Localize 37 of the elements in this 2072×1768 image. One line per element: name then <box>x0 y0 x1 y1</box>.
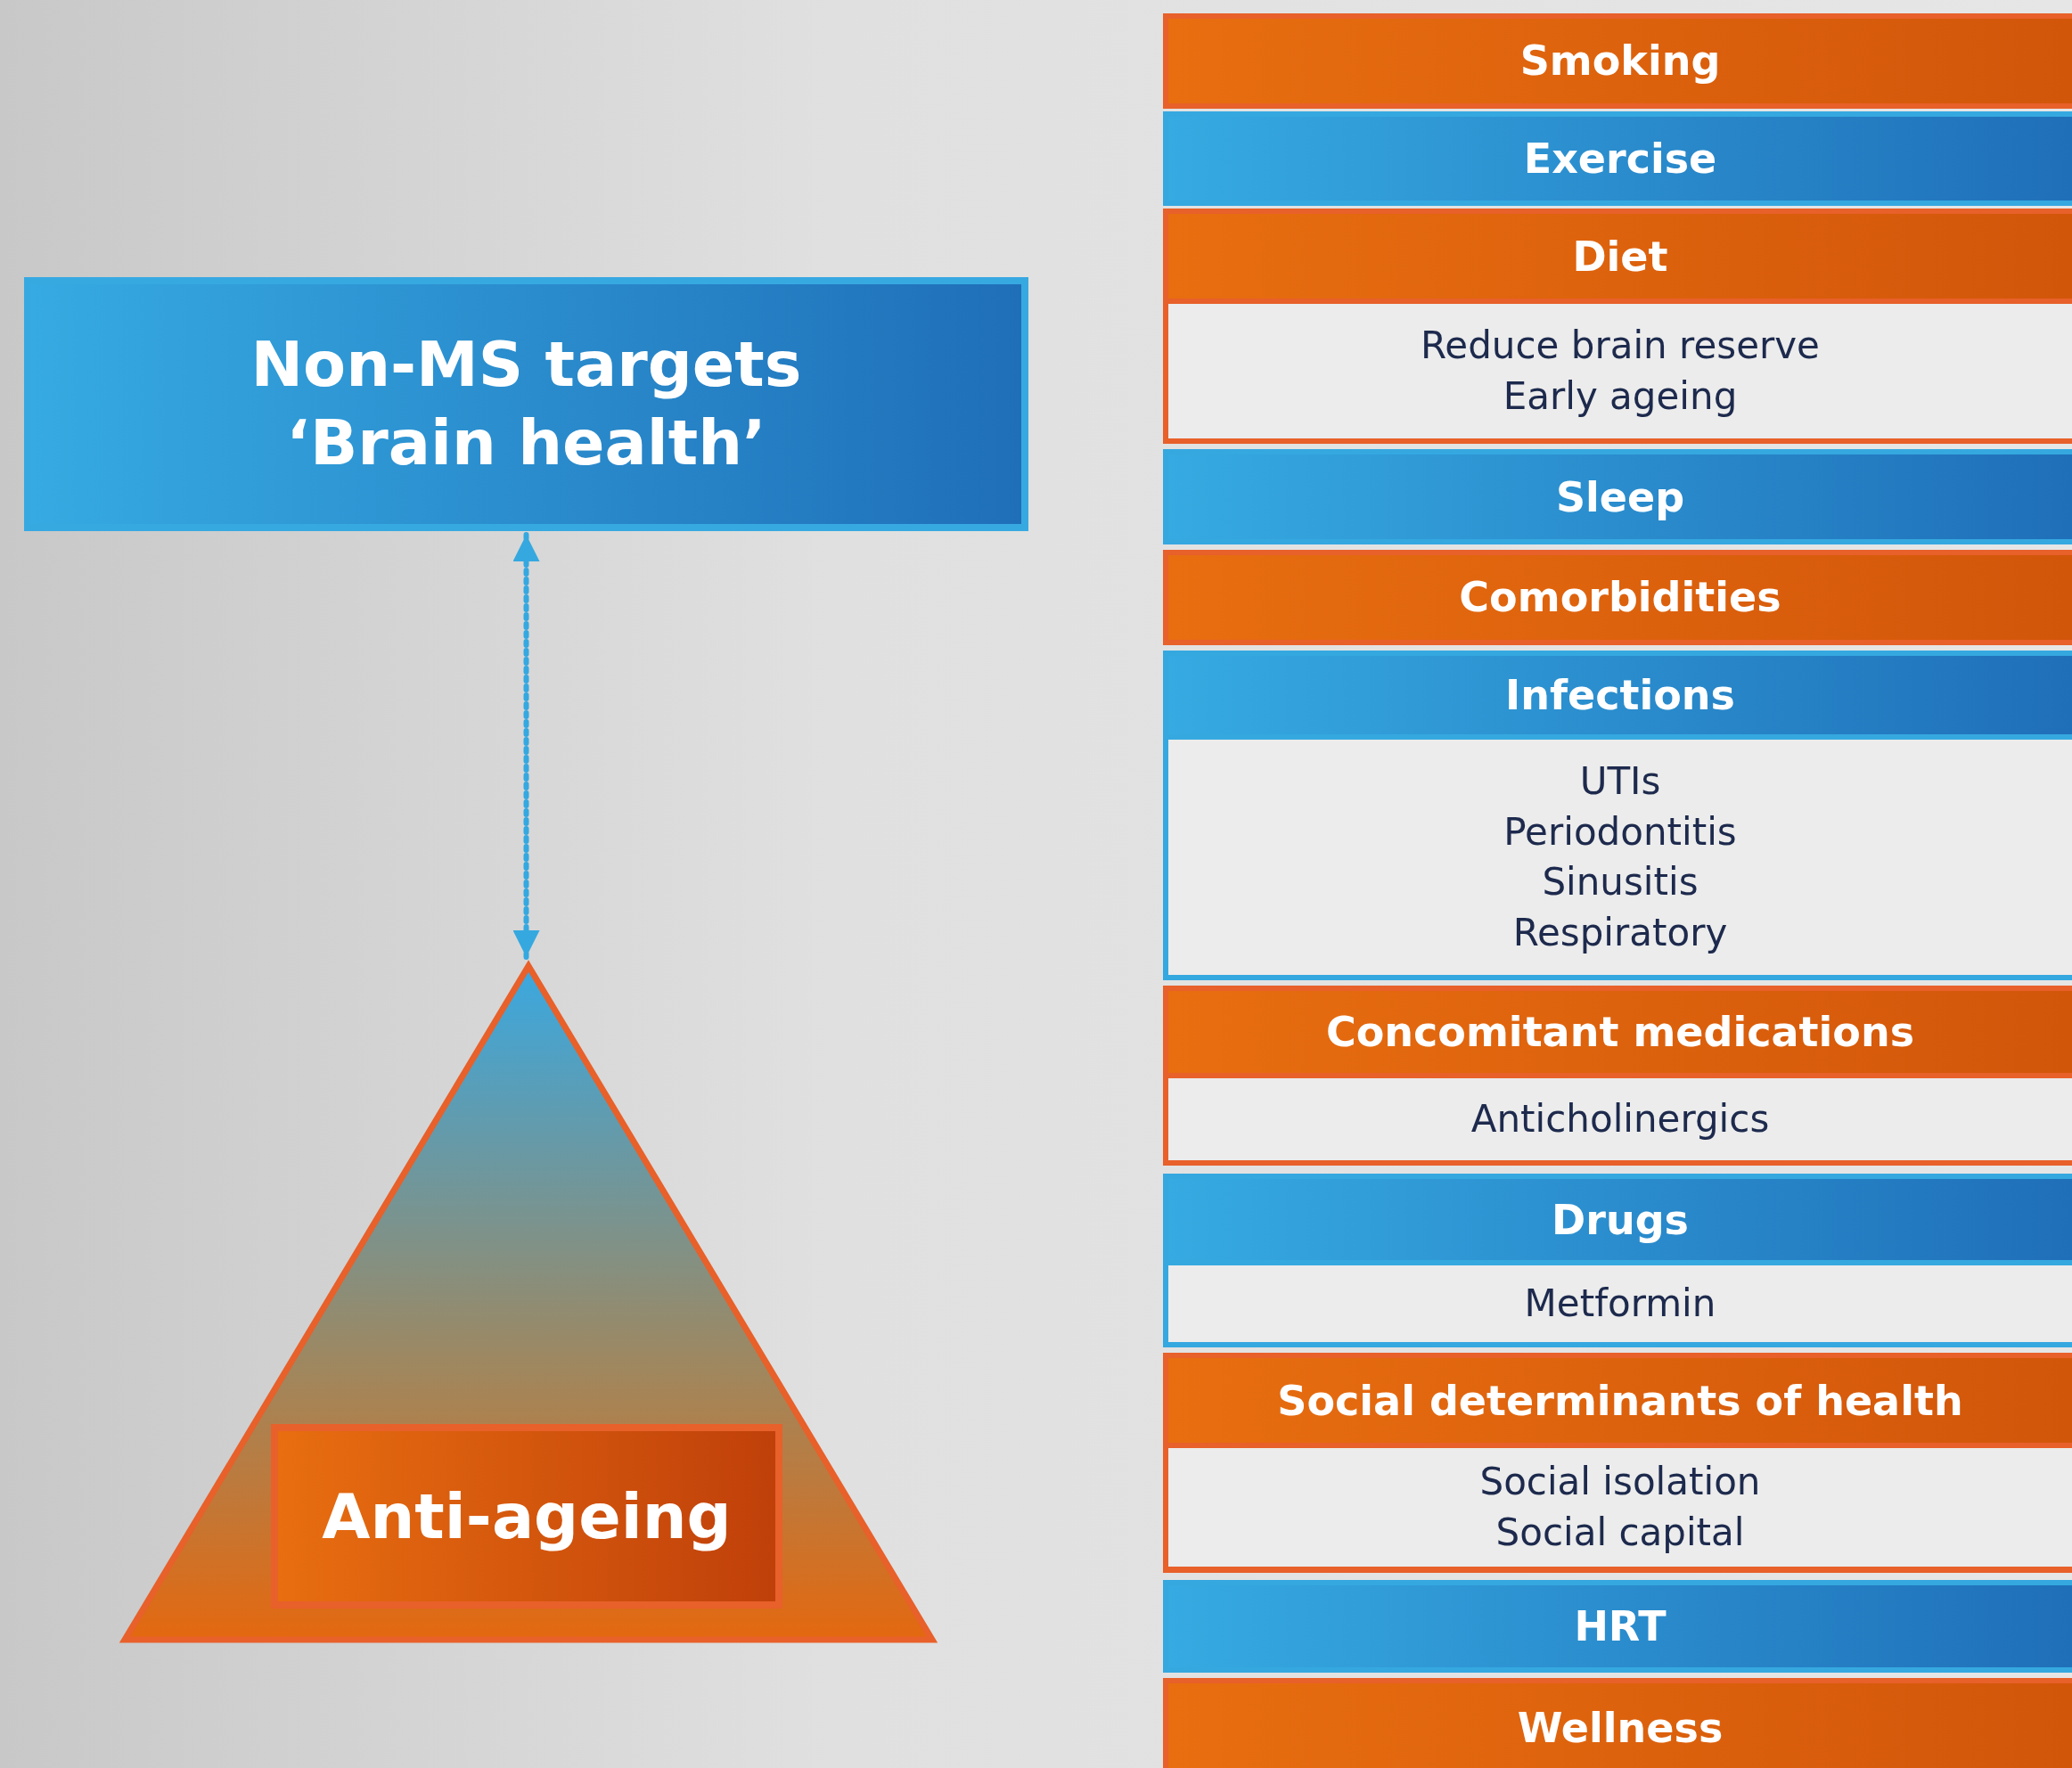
category-title: Drugs <box>1552 1195 1689 1244</box>
list-item: Social isolation <box>1479 1459 1761 1506</box>
list-item: Sinusitis <box>1542 859 1699 906</box>
category-panel <box>1163 110 2072 207</box>
list-item: Anticholinergics <box>1470 1095 1770 1142</box>
list-item: UTIs <box>1579 757 1661 805</box>
category-panel <box>1163 1173 2072 1348</box>
box-title: Anti-ageing <box>322 1479 732 1553</box>
list-item: Periodontitis <box>1503 808 1737 855</box>
category-title: Concomitant medications <box>1325 1008 1915 1057</box>
box-title: Non-MS targets ‘Brain health’ <box>250 327 803 481</box>
title-box <box>24 277 1028 531</box>
category-title: Sleep <box>1555 472 1685 521</box>
category-panel <box>1163 449 2072 544</box>
category-title: Diet <box>1572 232 1668 281</box>
category-title: Comorbidities <box>1459 573 1781 622</box>
list-item: Early ageing <box>1503 372 1738 420</box>
category-panel <box>1163 12 2072 109</box>
list-item: Metformin <box>1524 1281 1716 1328</box>
category-title: Exercise <box>1523 134 1717 183</box>
double-arrow <box>512 532 540 960</box>
category-title: Social determinants of health <box>1277 1376 1963 1425</box>
category-panel <box>1163 549 2072 645</box>
list-item: Reduce brain reserve <box>1421 322 1820 369</box>
category-panel <box>1163 1580 2072 1674</box>
category-panel <box>1163 1678 2072 1768</box>
category-title: Infections <box>1505 670 1735 719</box>
list-item: Respiratory <box>1512 909 1728 956</box>
category-panel <box>1163 1353 2072 1573</box>
label-box <box>271 1424 782 1608</box>
category-title: Smoking <box>1519 37 1721 86</box>
category-title: HRT <box>1574 1602 1667 1651</box>
category-panel <box>1163 209 2072 445</box>
category-panel <box>1163 650 2072 981</box>
category-title: Wellness <box>1517 1703 1724 1752</box>
list-item: Social capital <box>1495 1509 1745 1556</box>
category-panel <box>1163 986 2072 1166</box>
